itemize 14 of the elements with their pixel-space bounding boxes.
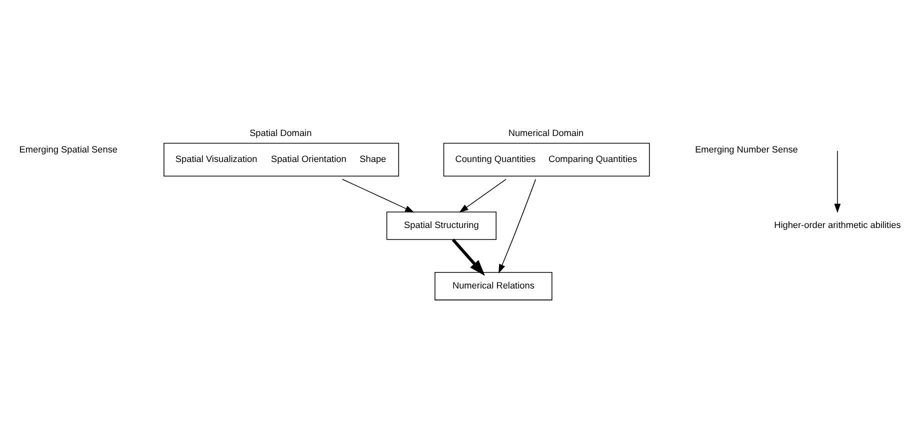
arrow [834, 150, 841, 213]
node-label: Spatial Domain [250, 128, 312, 138]
node-box: Counting Quantities Comparing Quantities [443, 142, 650, 176]
node-text: Higher-order arithmetic abilities [774, 220, 901, 230]
node-box: Spatial Structuring [386, 212, 496, 240]
arrow [498, 178, 536, 274]
arrow [452, 238, 485, 276]
label: Emerging Spatial Sense [19, 144, 118, 154]
node-label: Numerical Domain [508, 128, 584, 138]
node-box: Numerical Relations [434, 272, 552, 300]
label: Emerging Number Sense [695, 144, 798, 154]
arrow [342, 178, 414, 212]
arrow [459, 178, 506, 212]
node-box: Spatial Visualization Spatial Orientation Shape [164, 142, 400, 176]
